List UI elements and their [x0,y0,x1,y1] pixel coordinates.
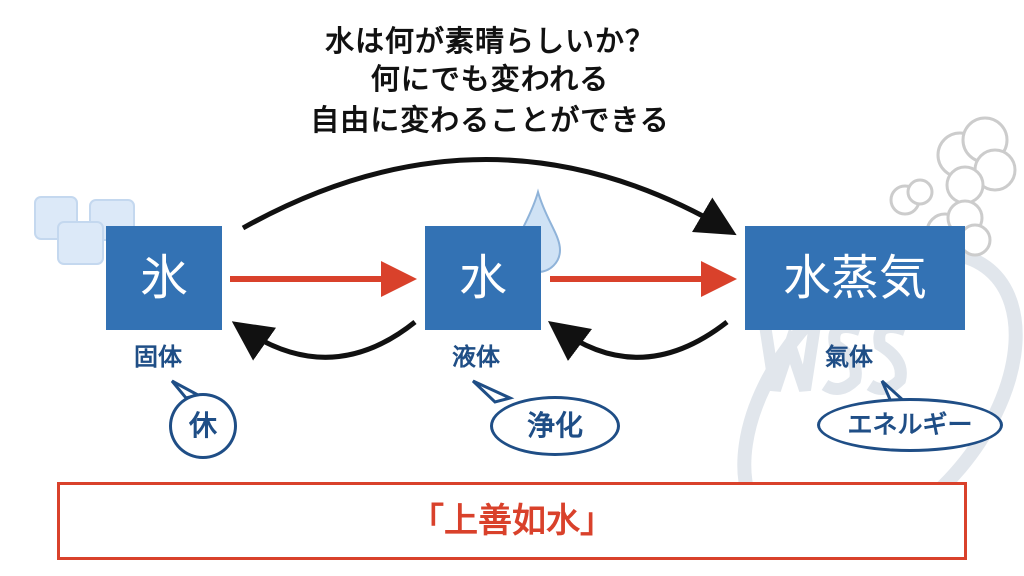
label-gas: 氣体 [825,343,873,371]
arrow-steam-to-water [547,320,729,361]
arrow-water-to-ice [231,320,417,361]
state-box-water: 水 [425,226,541,330]
state-box-ice: 氷 [106,226,222,330]
bubble-purify: 浄化 [490,396,620,456]
bubble-energy: エネルギー [817,398,1003,452]
title-line-2: 何にでも変われる [370,62,610,96]
ice-cubes-icon [34,196,135,265]
motto-box: 「上善如水」 [57,482,967,560]
state-box-steam: 水蒸気 [745,226,965,330]
bubble-rest: 休 [169,393,237,459]
label-liquid: 液体 [452,343,500,371]
title-line-3: 自由に変わることができる [310,103,670,137]
label-solid: 固体 [134,343,182,371]
title-line-1: 水は何が素晴らしいか？ [324,24,655,58]
steam-clouds-icon [889,116,1017,257]
arrow-ice-to-steam [241,157,737,236]
